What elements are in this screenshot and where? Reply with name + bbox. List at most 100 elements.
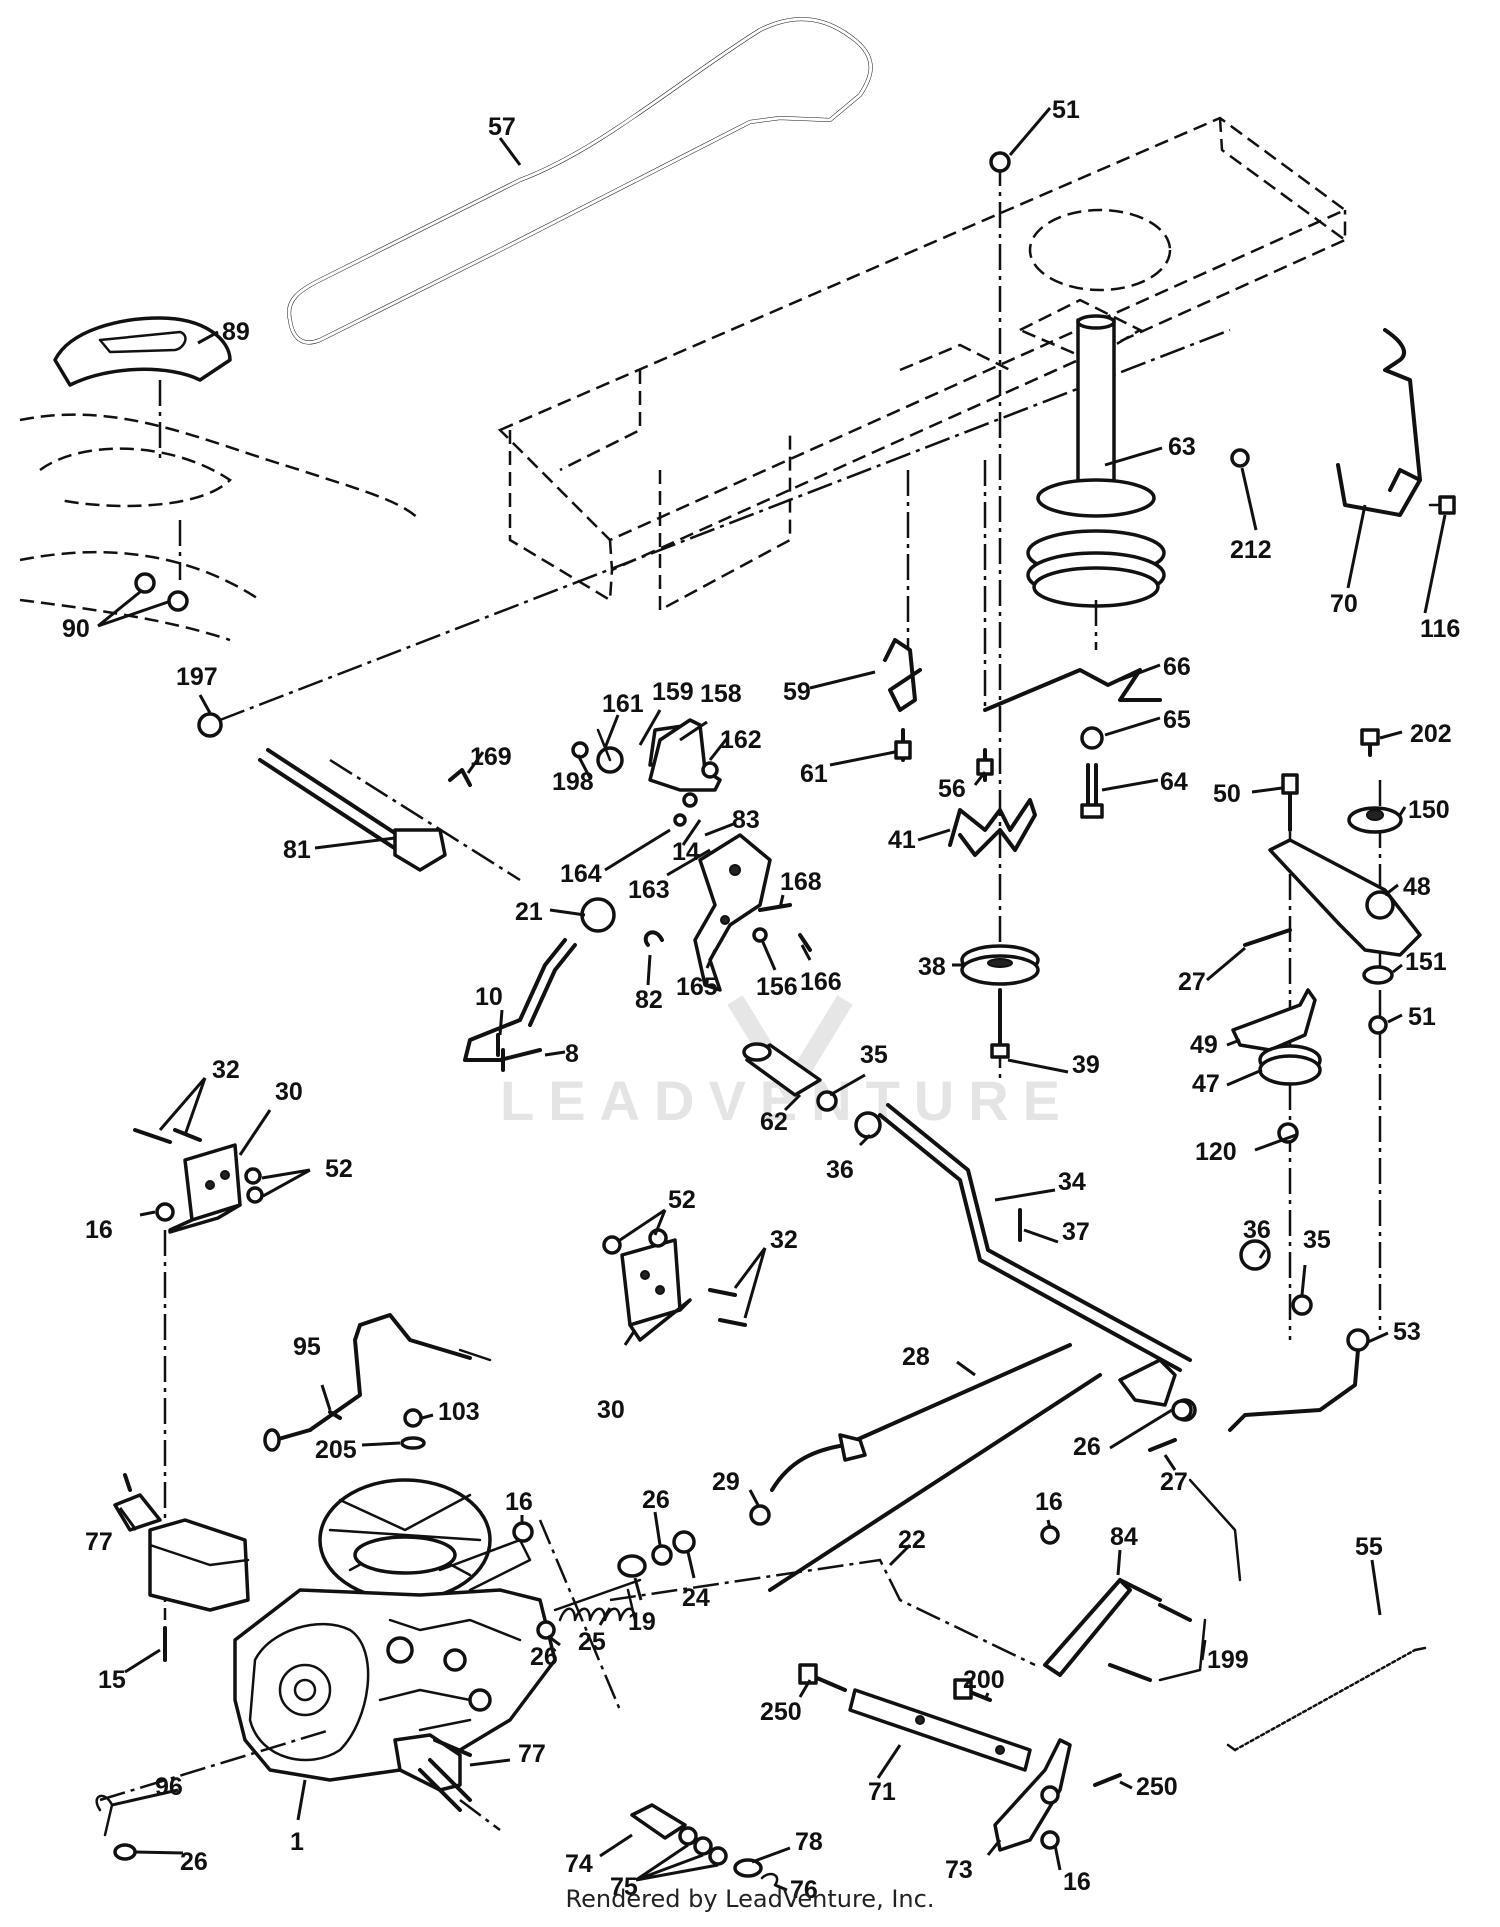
bracket-30b: [620, 1238, 692, 1342]
callout: 47: [1192, 1070, 1220, 1098]
callout: 75: [610, 1873, 638, 1901]
cable-95: [328, 1410, 342, 1420]
nut-51: [989, 151, 1011, 173]
callout: 65: [1163, 706, 1191, 734]
callout: 16: [505, 1488, 533, 1516]
clip-82: [643, 930, 664, 947]
callout: 120: [1195, 1138, 1237, 1166]
bushing-74: [630, 1803, 687, 1840]
callout: 81: [283, 836, 311, 864]
callout: 49: [1190, 1031, 1218, 1059]
callout: 1: [290, 1828, 304, 1856]
clip-76: [760, 1872, 779, 1887]
bolts-32a: [133, 1128, 202, 1144]
callout: 199: [1207, 1646, 1249, 1674]
callout: 250: [760, 1698, 802, 1726]
callout: 103: [438, 1398, 480, 1426]
callout: 71: [868, 1778, 896, 1806]
callout: 22: [898, 1526, 926, 1554]
callout: 89: [222, 318, 250, 346]
pulley-63: [1026, 314, 1166, 608]
callout: 26: [180, 1848, 208, 1876]
callout: 21: [515, 898, 543, 926]
nut-16d: [1040, 1785, 1060, 1805]
washer-26c: [536, 1620, 556, 1640]
callout: 76: [790, 1876, 818, 1904]
washer-151: [1362, 965, 1394, 985]
rod-70: [1336, 328, 1456, 517]
pin-96: [95, 1794, 114, 1837]
callout: 212: [1230, 536, 1272, 564]
callout: 59: [783, 678, 811, 706]
callout: 168: [780, 868, 822, 896]
callout: 51: [1408, 1003, 1436, 1031]
drive-belt: [287, 17, 873, 345]
callout: 41: [888, 826, 916, 854]
nuts-52a: [244, 1167, 262, 1185]
washer-150: [1347, 806, 1403, 834]
callout: 164: [560, 860, 602, 888]
tube-62: [742, 1042, 822, 1097]
callout: 78: [795, 1828, 823, 1856]
pulley-47: [1258, 1044, 1322, 1086]
callout: 169: [470, 743, 512, 771]
bushing-29: [749, 1504, 771, 1526]
callout: 16: [85, 1216, 113, 1244]
callout: 16: [1035, 1488, 1063, 1516]
callout: 52: [668, 1186, 696, 1214]
nut-35b: [1291, 1294, 1313, 1316]
fender-cap: [53, 316, 232, 387]
callout: 35: [1303, 1226, 1331, 1254]
footer-credit: Rendered by LeadVenture, Inc.: [565, 1885, 935, 1913]
washer-26d: [113, 1843, 137, 1861]
callout: 205: [315, 1436, 357, 1464]
callout: 64: [1160, 768, 1188, 796]
callout: 82: [635, 986, 663, 1014]
washer-35: [816, 1090, 838, 1112]
callout: 202: [1410, 720, 1452, 748]
callout: 37: [1062, 1218, 1090, 1246]
washer-36: [854, 1111, 882, 1139]
callout: 116: [1420, 615, 1460, 643]
callout: 28: [902, 1343, 930, 1371]
washer-26b: [651, 1544, 673, 1566]
callout: 25: [578, 1628, 606, 1656]
washer-36b: [1239, 1239, 1271, 1271]
transaxle: [113, 1473, 557, 1812]
callout: 198: [552, 768, 594, 796]
callout: 250: [1136, 1773, 1178, 1801]
callout: 197: [176, 663, 218, 691]
nuts-52b: [602, 1235, 622, 1255]
washer-26: [1171, 1399, 1193, 1421]
callout: 158: [700, 680, 742, 708]
callout: 30: [597, 1396, 625, 1424]
nut-212: [1230, 448, 1250, 468]
bar-71: [848, 1688, 1032, 1772]
callout: 162: [720, 726, 762, 754]
rod-22: [768, 1373, 1102, 1592]
callout: 96: [155, 1773, 183, 1801]
bracket-30a: [168, 1143, 242, 1234]
pulley-38: [960, 944, 1040, 986]
callout: 26: [1073, 1433, 1101, 1461]
callout: 151: [1405, 948, 1447, 976]
bracket-assembly-158: [571, 718, 722, 827]
nut-103: [403, 1408, 423, 1428]
bracket-165: [693, 833, 812, 992]
callout: 27: [1160, 1468, 1188, 1496]
callout: 156: [756, 973, 798, 1001]
callout: 24: [682, 1584, 710, 1612]
washer-65: [1080, 726, 1104, 750]
callout: 19: [628, 1608, 656, 1636]
callout: 39: [1072, 1051, 1100, 1079]
callout: 26: [642, 1486, 670, 1514]
callout: 30: [275, 1078, 303, 1106]
callout: 16: [1063, 1868, 1091, 1896]
callout: 14: [672, 838, 700, 866]
callout: 8: [565, 1040, 579, 1068]
callout: 35: [860, 1041, 888, 1069]
nuts-90: [134, 572, 189, 612]
callout: 200: [963, 1666, 1005, 1694]
nut-16a: [155, 1202, 175, 1222]
washers-75: [678, 1826, 698, 1846]
